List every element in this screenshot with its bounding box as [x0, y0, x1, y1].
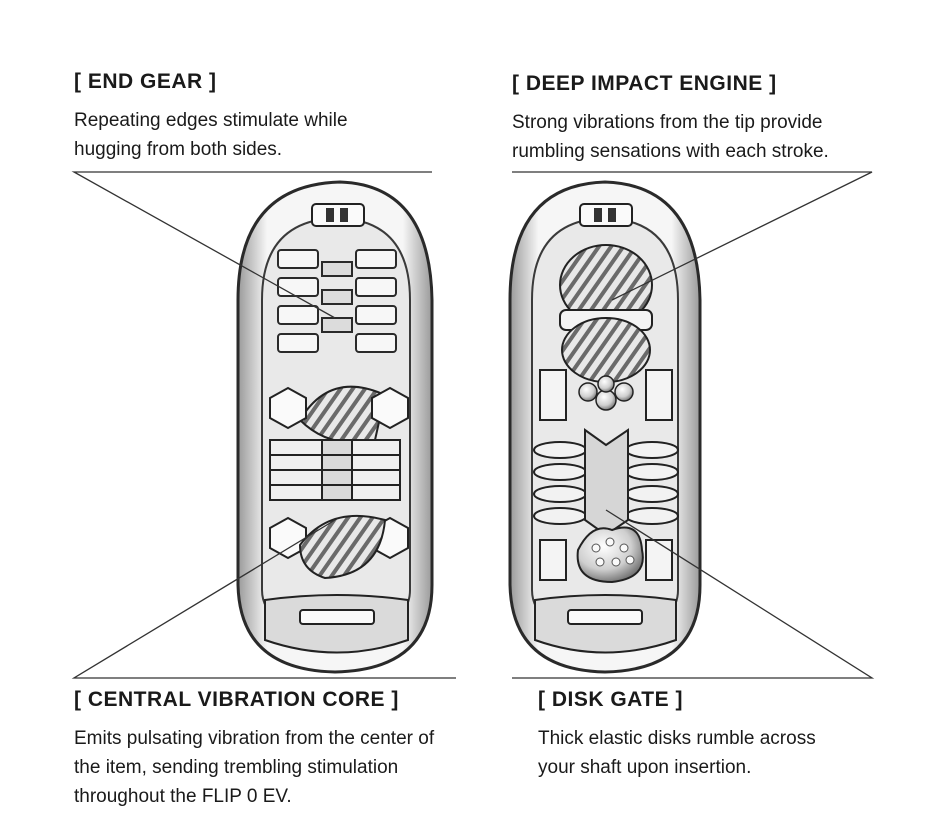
- disk-gate-leader: [512, 509, 875, 679]
- callout-deep-impact-engine: [ DEEP IMPACT ENGINE ] Strong vibrations…: [512, 72, 829, 166]
- central-core-line: the item, sending trembling stimulation: [74, 757, 399, 778]
- left-hex-upper: [269, 386, 307, 430]
- central-core-leader: [71, 519, 456, 679]
- central-core-description: Emits pulsating vibration from the cente…: [74, 724, 434, 811]
- end-gear-line: Repeating edges stimulate while: [74, 110, 348, 131]
- deep-impact-line: rumbling sensations with each stroke.: [512, 141, 829, 162]
- end-gear-line: hugging from both sides.: [74, 139, 283, 160]
- left-unit-cutaway: [236, 180, 434, 674]
- end-gear-ridges: [277, 249, 397, 353]
- central-vibration-core-band: [269, 439, 401, 501]
- callout-disk-gate: [ DISK GATE ] Thick elastic disks rumble…: [538, 688, 816, 782]
- right-unit-cutaway: [508, 180, 702, 674]
- disk-gate-heading: [ DISK GATE ]: [538, 688, 683, 711]
- deep-impact-leader: [512, 171, 873, 301]
- right-bump-cluster: [578, 375, 634, 411]
- disk-gate-rings: [533, 428, 679, 537]
- disk-gate-line: Thick elastic disks rumble across: [538, 728, 816, 749]
- deep-impact-engine-lower: [561, 317, 651, 383]
- left-lower-swirl: [298, 514, 387, 580]
- central-core-heading: [ CENTRAL VIBRATION CORE ]: [74, 688, 399, 711]
- deep-impact-description: Strong vibrations from the tip provide r…: [512, 108, 829, 166]
- central-core-line: throughout the FLIP 0 EV.: [74, 786, 292, 807]
- central-core-line: Emits pulsating vibration from the cente…: [74, 728, 435, 749]
- end-gear-leader: [71, 171, 432, 319]
- disk-gate-line: your shaft upon insertion.: [538, 757, 752, 778]
- right-top-valve: [579, 203, 633, 227]
- callout-leader-lines: [71, 171, 875, 679]
- callout-end-gear: [ END GEAR ] Repeating edges stimulate w…: [74, 70, 348, 164]
- end-gear-heading: [ END GEAR ]: [74, 70, 217, 93]
- end-gear-description: Repeating edges stimulate while hugging …: [74, 106, 348, 164]
- callout-central-vibration-core: [ CENTRAL VIBRATION CORE ] Emits pulsati…: [74, 688, 434, 811]
- disk-gate-description: Thick elastic disks rumble across your s…: [538, 724, 816, 782]
- deep-impact-line: Strong vibrations from the tip provide: [512, 112, 823, 133]
- left-top-valve: [311, 203, 365, 227]
- deep-impact-heading: [ DEEP IMPACT ENGINE ]: [512, 72, 777, 95]
- disk-gate-blob: [576, 526, 644, 584]
